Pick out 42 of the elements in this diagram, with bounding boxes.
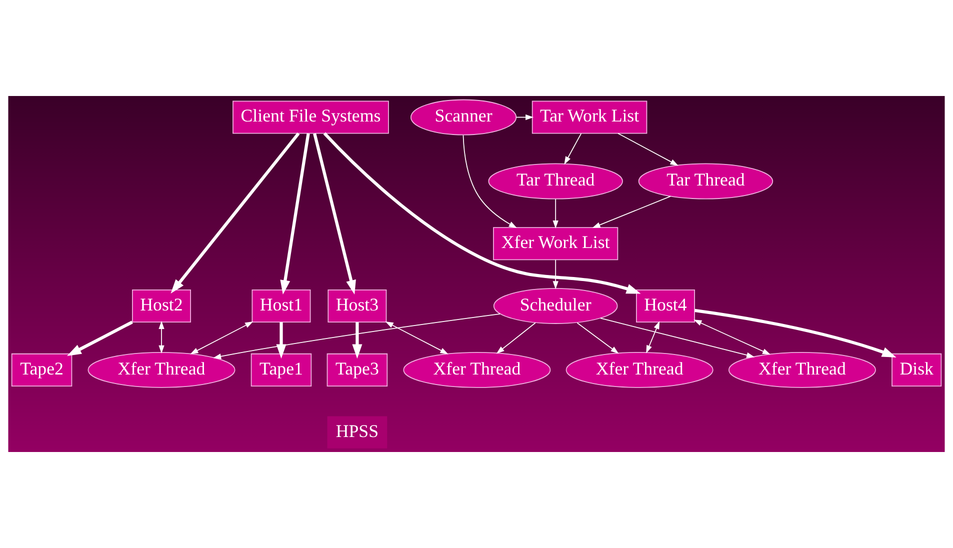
arrow xyxy=(462,134,517,228)
node-ellipse: Xfer Thread xyxy=(403,352,551,388)
arrow xyxy=(158,320,164,354)
node-ellipse: Xfer Thread xyxy=(566,352,714,388)
node-box: Host2 xyxy=(132,289,191,323)
arrow xyxy=(576,322,619,354)
node-ellipse: Scheduler xyxy=(493,288,618,324)
node-box: Disk xyxy=(892,353,942,386)
arrow xyxy=(66,320,133,356)
arrow xyxy=(694,308,896,358)
arrow xyxy=(352,322,362,359)
arrow xyxy=(213,313,500,360)
arrow xyxy=(564,133,582,165)
node-box: Tar Work List xyxy=(532,100,648,134)
node-box: Host3 xyxy=(328,289,387,323)
arrow xyxy=(552,198,558,229)
node-box: Tape3 xyxy=(326,353,388,386)
node-ellipse: Tar Thread xyxy=(488,163,623,200)
arrow xyxy=(694,320,771,355)
arrow xyxy=(313,133,356,294)
node-box: Host1 xyxy=(252,289,311,323)
node-ellipse: Tar Thread xyxy=(638,163,774,200)
arrow xyxy=(496,322,536,354)
arrow xyxy=(280,133,310,295)
node-box: Host4 xyxy=(636,289,695,323)
node-box: Xfer Work List xyxy=(493,227,618,260)
arrow xyxy=(552,259,558,290)
node-box: Client File Systems xyxy=(232,100,389,134)
arrow xyxy=(516,114,534,120)
arrow xyxy=(646,321,660,354)
arrow xyxy=(592,196,671,228)
arrow xyxy=(190,321,254,354)
node-box: HPSS xyxy=(327,416,388,448)
arrow xyxy=(618,132,678,166)
arrow xyxy=(323,132,641,294)
node-box: Tape1 xyxy=(250,353,312,386)
arrow xyxy=(276,322,286,359)
node-box: Tape2 xyxy=(11,353,72,386)
arrow xyxy=(385,321,448,354)
node-ellipse: Scanner xyxy=(410,99,517,136)
arrow xyxy=(600,318,755,358)
arrow xyxy=(170,132,300,294)
